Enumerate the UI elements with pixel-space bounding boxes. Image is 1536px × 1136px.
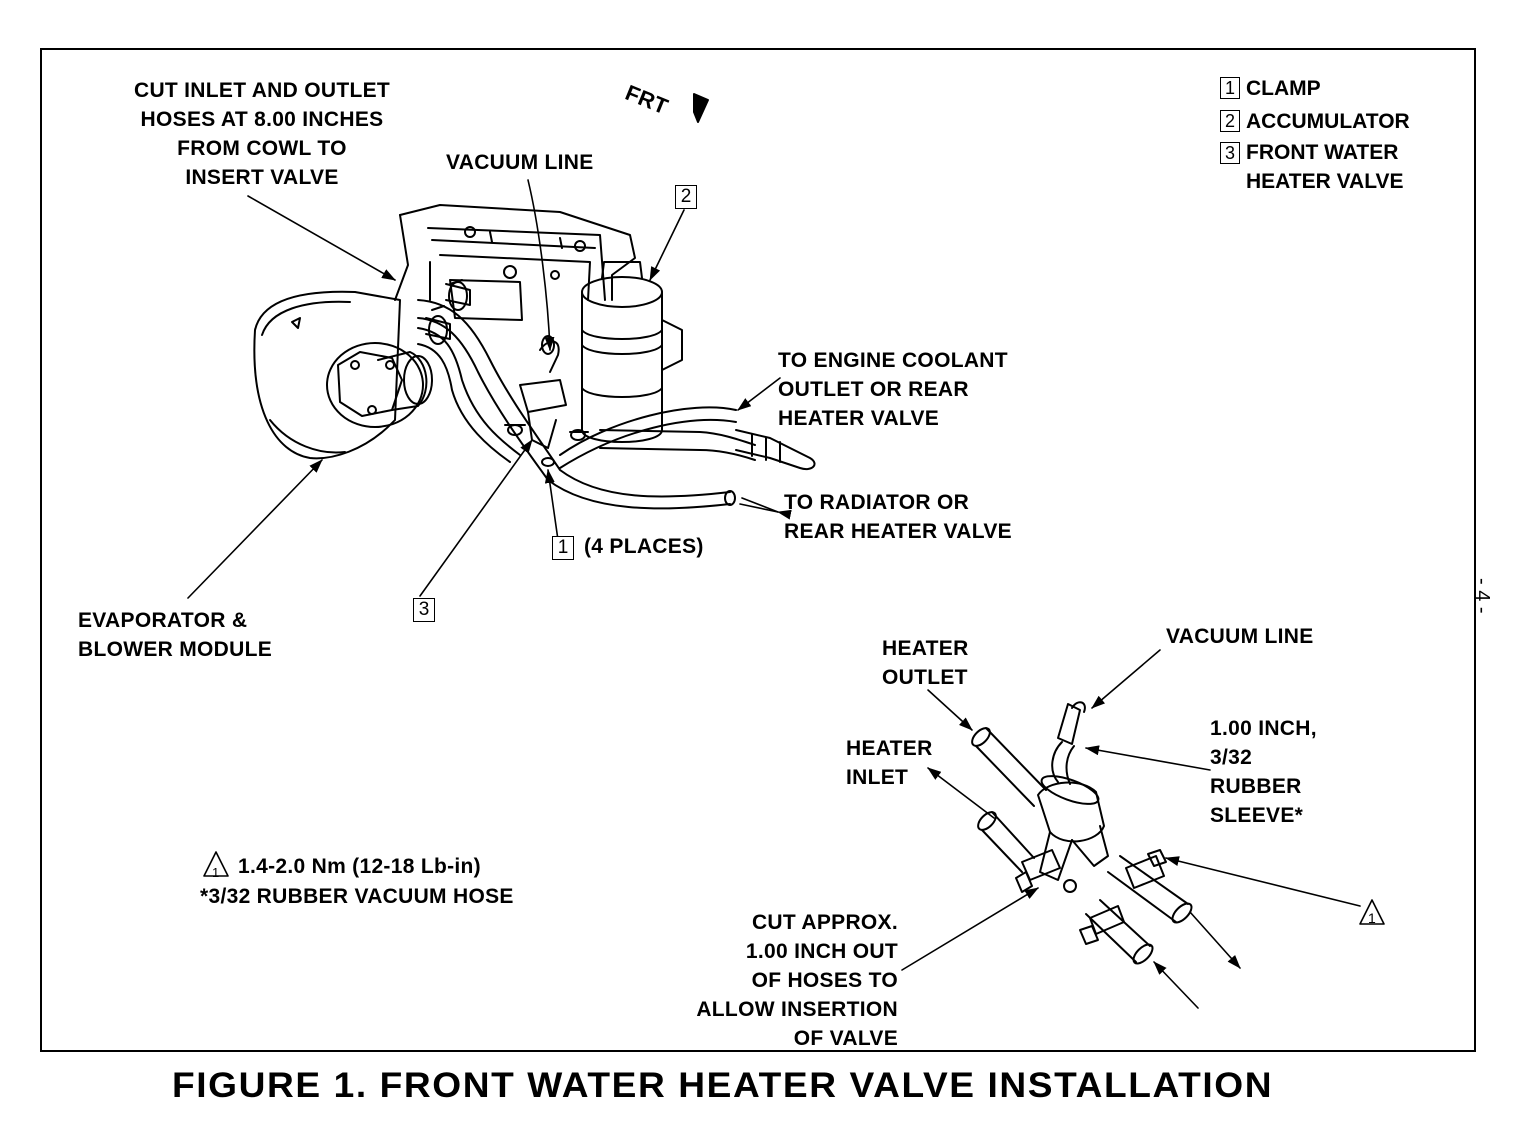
legend-item-valve: 3 FRONT WATER HEATER VALVE	[1220, 138, 1410, 196]
cowl-case	[394, 204, 636, 321]
evaporator-label: EVAPORATOR & BLOWER MODULE	[78, 609, 273, 661]
to-radiator-label: TO RADIATOR OR REAR HEATER VALVE	[784, 491, 1012, 543]
torque-callout-number: 1	[1368, 910, 1377, 926]
heater-hoses	[417, 299, 816, 510]
vacuum-line-detail-label: VACUUM LINE	[1166, 625, 1314, 648]
heater-outlet-label: HEATER OUTLET	[882, 637, 969, 689]
clamp-callout: 1	[552, 536, 574, 560]
legend-num: 1	[1220, 77, 1240, 99]
front-direction-arrow	[693, 93, 709, 123]
legend-item-accumulator: 2 ACCUMULATOR	[1220, 105, 1410, 138]
torque-note-number: 1	[212, 865, 220, 880]
accumulator	[581, 261, 683, 443]
legend-num: 3	[1220, 142, 1240, 164]
to-engine-coolant-label: TO ENGINE COOLANT OUTLET OR REAR HEATER …	[778, 349, 1008, 430]
legend-item-clamp: 1 CLAMP	[1220, 72, 1410, 105]
leader-lines-main	[187, 179, 792, 599]
legend-text: FRONT WATER HEATER VALVE	[1246, 141, 1404, 193]
vacuum-line-label: VACUUM LINE	[446, 151, 594, 174]
valve-callout: 3	[413, 598, 435, 622]
four-places-label: (4 PLACES)	[584, 535, 704, 558]
torque-triangle-icons	[203, 851, 1385, 925]
cut-hoses-label: CUT INLET AND OUTLET HOSES AT 8.00 INCHE…	[133, 79, 391, 189]
front-water-heater-valve	[504, 335, 589, 467]
legend: 1 CLAMP 2 ACCUMULATOR 3 FRONT WATER HEATER …	[1220, 72, 1410, 196]
leader-lines-detail	[901, 649, 1361, 1009]
legend-num: 2	[1220, 110, 1240, 132]
legend-text: CLAMP	[1246, 77, 1321, 100]
detail-valve-view	[971, 701, 1193, 965]
clamps-upper	[425, 279, 471, 345]
torque-spec-note: 1.4-2.0 Nm (12-18 Lb-in)	[238, 855, 481, 878]
rubber-sleeve-label: 1.00 INCH, 3/32 RUBBER SLEEVE*	[1210, 717, 1317, 827]
legend-text: ACCUMULATOR	[1246, 110, 1410, 133]
figure-caption: FIGURE 1. FRONT WATER HEATER VALVE INSTA…	[172, 1066, 1274, 1105]
page-number: - 4 -	[1471, 578, 1493, 614]
cut-approx-label: CUT APPROX. 1.00 INCH OUT OF HOSES TO AL…	[696, 911, 898, 1050]
rubber-hose-note: *3/32 RUBBER VACUUM HOSE	[200, 885, 514, 908]
heater-inlet-label: HEATER INLET	[846, 737, 933, 789]
figure-frame	[40, 48, 1476, 1052]
accumulator-callout: 2	[675, 185, 697, 209]
evaporator-blower-module	[253, 290, 433, 460]
